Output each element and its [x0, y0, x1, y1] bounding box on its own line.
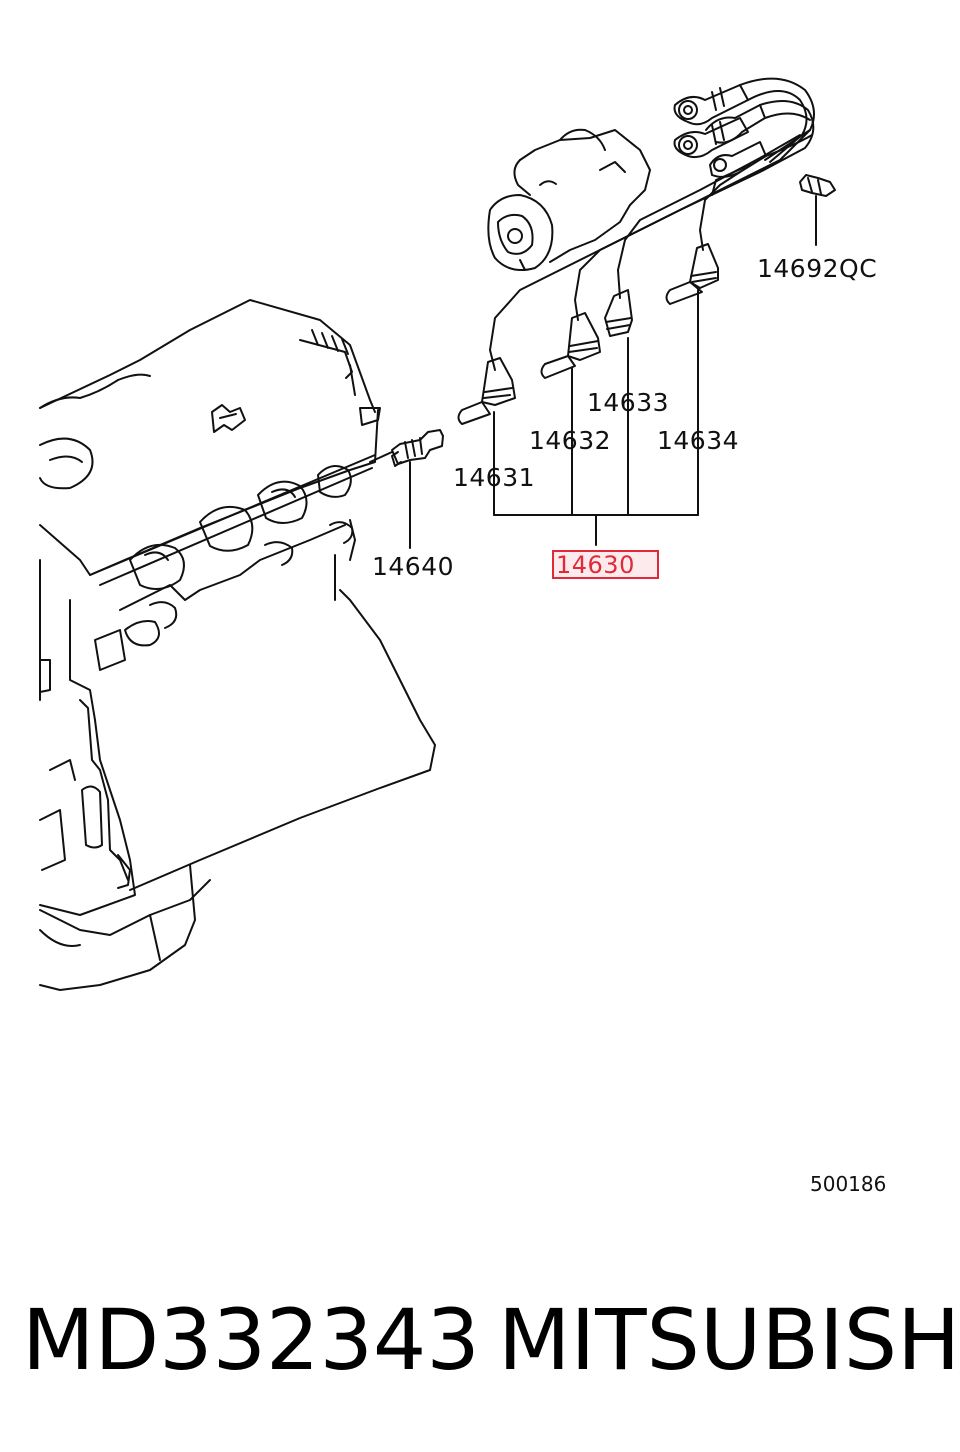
part-label-14631[interactable]: 14631: [453, 463, 536, 492]
spark-plug-drawing: [370, 430, 443, 466]
part-label-14630-highlighted[interactable]: 14630: [552, 550, 659, 579]
part-label-14634[interactable]: 14634: [657, 426, 740, 455]
part-number: MD332343: [22, 1291, 480, 1389]
engine-block-drawing: [40, 300, 435, 990]
leader-lines: [410, 196, 816, 548]
brand-name: MITSUBISHI: [498, 1291, 960, 1389]
part-label-14633[interactable]: 14633: [587, 388, 670, 417]
part-label-14632[interactable]: 14632: [529, 426, 612, 455]
diagram-code: 500186: [810, 1172, 887, 1196]
part-label-14692qc[interactable]: 14692QC: [757, 254, 878, 283]
ignition-wire-set-drawing: [459, 79, 836, 424]
distributor-drawing: [488, 130, 650, 270]
part-label-14640[interactable]: 14640: [372, 552, 455, 581]
